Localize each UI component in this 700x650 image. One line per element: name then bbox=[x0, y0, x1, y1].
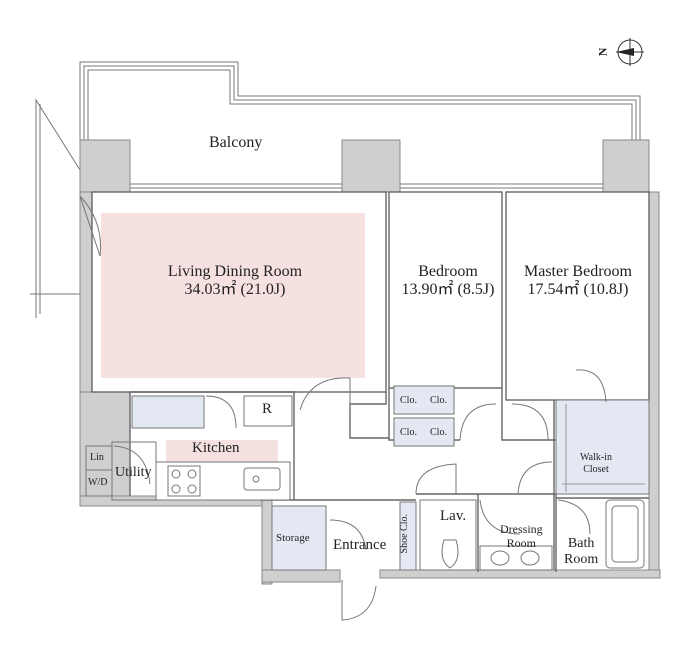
exterior-walls bbox=[79, 139, 661, 585]
master-bedroom-area: 17.54㎡ (10.8J) bbox=[527, 281, 629, 299]
bedroom-closets bbox=[393, 385, 455, 447]
window-frames bbox=[130, 183, 603, 189]
closet-label-2: Clo. bbox=[430, 395, 447, 406]
bedroom-area: 13.90㎡ (8.5J) bbox=[401, 281, 495, 299]
living-room-label: Living Dining Room 34.03㎡ (21.0J) bbox=[150, 263, 320, 300]
kitchen-fixtures bbox=[131, 395, 293, 501]
master-bedroom-label: Master Bedroom 17.54㎡ (10.8J) bbox=[508, 263, 648, 300]
storage-fill bbox=[271, 505, 327, 571]
master-bedroom-name: Master Bedroom bbox=[524, 263, 632, 280]
north-arrow-icon bbox=[616, 38, 644, 66]
closet-label-3: Clo. bbox=[400, 427, 417, 438]
fridge-label: R bbox=[262, 401, 273, 417]
bedroom-label: Bedroom 13.90㎡ (8.5J) bbox=[388, 263, 508, 300]
living-room-area: 34.03㎡ (21.0J) bbox=[184, 281, 286, 299]
living-room-fill bbox=[101, 213, 365, 378]
closet-label-4: Clo. bbox=[430, 427, 447, 438]
shoe-closet-fill bbox=[399, 501, 417, 571]
balcony-label: Balcony bbox=[209, 134, 263, 151]
linen-label: Lin bbox=[90, 452, 104, 463]
entrance-label: Entrance bbox=[333, 537, 387, 553]
utility-fixtures bbox=[85, 441, 157, 501]
walkin-closet-label: Walk-in Closet bbox=[580, 452, 612, 475]
compass-letter: N bbox=[595, 47, 610, 57]
balcony-railing bbox=[30, 61, 641, 318]
bathroom-label: Bath Room bbox=[564, 536, 599, 568]
storage-label: Storage bbox=[276, 532, 310, 544]
shoe-closet-label: Shoe Clo. bbox=[398, 514, 410, 554]
utility-label: Utility bbox=[115, 465, 152, 480]
kitchen-label: Kitchen bbox=[192, 440, 240, 456]
lavatory-label: Lav. bbox=[440, 508, 467, 524]
living-room-name: Living Dining Room bbox=[167, 263, 303, 280]
closet-label-1: Clo. bbox=[400, 395, 417, 406]
bedroom-name: Bedroom bbox=[418, 263, 478, 280]
dressing-room-label: Dressing Room bbox=[500, 522, 543, 550]
door-swings bbox=[79, 195, 607, 621]
washer-dryer-label: W/D bbox=[88, 477, 108, 488]
bath-fixtures bbox=[419, 499, 645, 571]
walkin-closet bbox=[555, 399, 650, 495]
